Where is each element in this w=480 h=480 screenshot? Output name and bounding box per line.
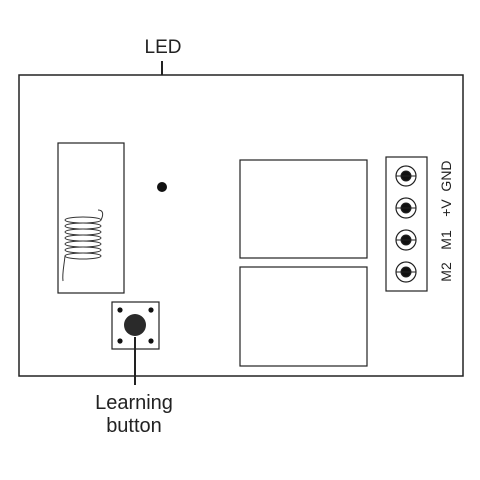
learning-button [111,301,160,350]
terminal-screw-m1 [395,229,417,251]
terminal-screw-gnd [395,165,417,187]
terminal-label-m2: M2 [438,262,454,282]
relay-upper [239,159,368,259]
learning-button-label-line2: button [106,415,162,437]
antenna-coil [62,209,104,282]
relay-lower [239,266,368,367]
terminal-screw-m2 [395,261,417,283]
terminal-label-gnd: GND [438,160,454,191]
learning-button-label-line1: Learning [95,392,173,414]
led-indicator [157,182,167,192]
led-label: LED [145,37,182,58]
terminal-screw-vplus [395,197,417,219]
terminal-label-vplus: +V [438,199,454,217]
terminal-label-m1: M1 [438,230,454,250]
